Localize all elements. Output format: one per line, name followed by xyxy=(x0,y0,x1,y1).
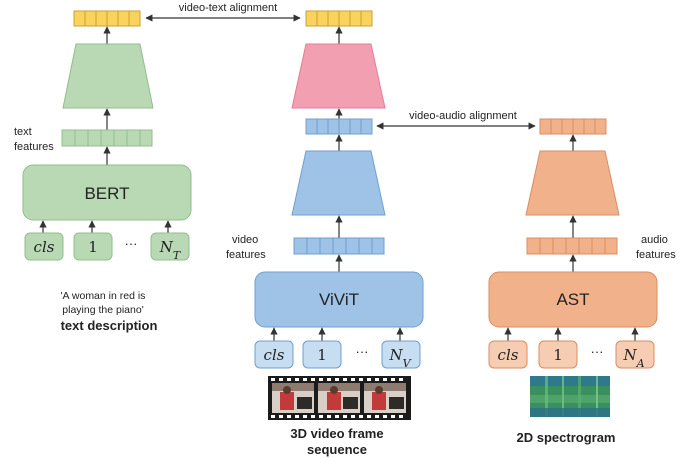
audio-branch: audio features AST cls 1 ··· NA 2D spect… xyxy=(488,118,676,445)
text-branch: text features BERT cls 1 ··· NT 'A woman… xyxy=(14,10,192,333)
video-features-label-1: video xyxy=(232,234,258,246)
token-1-label: 1 xyxy=(88,238,98,256)
ast-label: AST xyxy=(556,290,589,309)
video-features-label-2: features xyxy=(226,249,266,261)
text-features-label-2: features xyxy=(14,141,54,153)
video-output-embedding xyxy=(305,10,373,27)
token-1 xyxy=(302,340,342,369)
text-output-embedding xyxy=(73,10,141,27)
token-ellipsis: ··· xyxy=(591,344,604,359)
video-text-projector xyxy=(291,43,386,109)
audio-projector xyxy=(525,150,620,216)
video-text-alignment-label: video-text alignment xyxy=(179,2,277,14)
token-n xyxy=(150,232,190,261)
token-1-label: 1 xyxy=(317,346,327,364)
token-ellipsis: ··· xyxy=(356,344,369,359)
token-1-label: 1 xyxy=(553,346,563,364)
audio-features-label-2: features xyxy=(636,249,676,261)
ast-box xyxy=(488,271,658,328)
vivit-label: ViViT xyxy=(319,290,359,309)
text-features-label-1: text xyxy=(14,126,32,138)
audio-caption: 2D spectrogram xyxy=(517,430,616,445)
text-projector xyxy=(62,43,154,109)
token-cls-label: cls xyxy=(498,346,519,364)
video-projector xyxy=(291,150,386,216)
video-audio-alignment: video-audio alignment xyxy=(376,110,536,130)
video-caption-line-1: 3D video frame xyxy=(290,426,383,441)
text-description-caption: text description xyxy=(61,318,158,333)
video-shared-embedding xyxy=(305,118,373,135)
vivit-box xyxy=(254,271,424,328)
text-description-line-2: playing the piano' xyxy=(62,304,143,316)
audio-shared-embedding xyxy=(539,118,607,135)
token-cls-label: cls xyxy=(264,346,285,364)
token-n xyxy=(615,340,655,369)
token-1 xyxy=(538,340,578,369)
token-cls xyxy=(488,340,528,369)
token-cls-label: cls xyxy=(34,238,55,256)
video-branch: video features ViViT cls 1 ··· NV xyxy=(226,10,424,457)
video-features-vector xyxy=(293,237,385,255)
audio-features-vector xyxy=(526,237,618,255)
video-caption-line-2: sequence xyxy=(307,442,367,457)
video-text-alignment: video-text alignment xyxy=(145,2,301,22)
audio-features-label-1: audio xyxy=(641,234,668,246)
bert-box xyxy=(22,164,192,221)
token-1 xyxy=(73,232,113,261)
token-cls xyxy=(24,232,64,261)
video-audio-alignment-label: video-audio alignment xyxy=(409,110,517,122)
text-features-vector xyxy=(61,129,153,147)
token-n xyxy=(381,340,421,369)
token-cls xyxy=(254,340,294,369)
film-strip-icon xyxy=(268,376,411,420)
text-description-line-1: 'A woman in red is xyxy=(61,290,146,302)
bert-label: BERT xyxy=(84,184,129,203)
spectrogram-icon xyxy=(530,376,610,417)
token-ellipsis: ··· xyxy=(125,236,138,251)
